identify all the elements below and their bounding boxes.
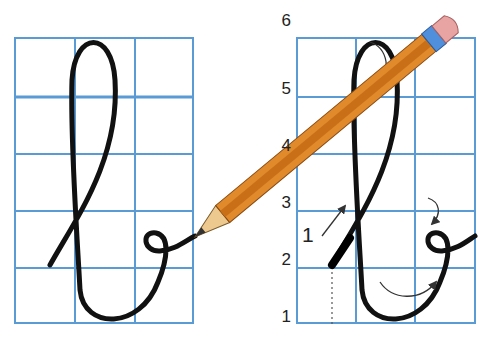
direction-arrow xyxy=(322,206,345,236)
direction-arrow xyxy=(428,198,438,224)
line-number: 3 xyxy=(282,194,291,211)
letter-b xyxy=(332,43,475,320)
line-number: 4 xyxy=(282,137,291,154)
writing-grid xyxy=(15,38,193,323)
letter-b xyxy=(50,43,195,320)
direction-arrow xyxy=(380,282,436,296)
line-number: 1 xyxy=(282,308,291,325)
stroke-number: 1 xyxy=(301,224,315,245)
start-guide xyxy=(331,272,332,325)
line-number: 6 xyxy=(282,12,291,29)
line-number: 2 xyxy=(282,251,291,268)
line-number: 5 xyxy=(282,80,291,97)
pencil xyxy=(188,13,462,246)
